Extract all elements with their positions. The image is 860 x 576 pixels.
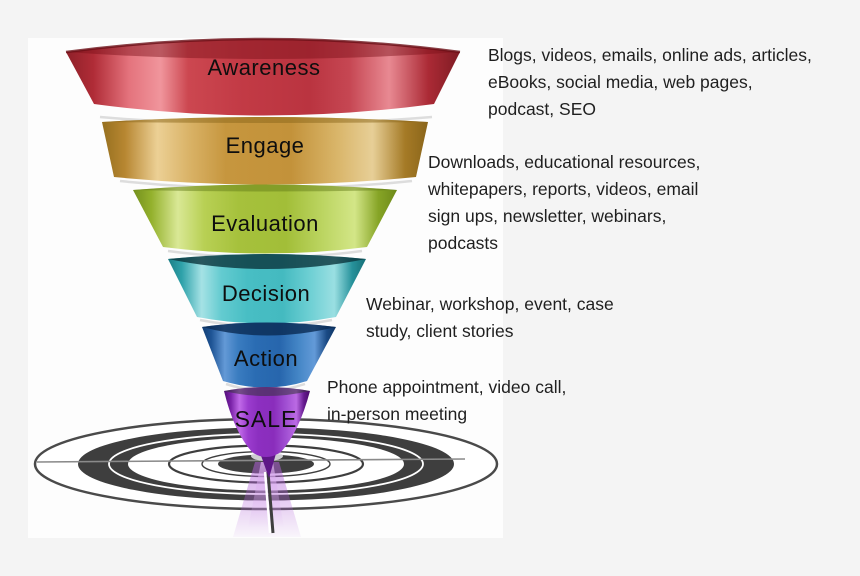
annotation-line: sign ups, newsletter, webinars,	[428, 206, 667, 226]
annotation-line: eBooks, social media, web pages,	[488, 72, 753, 92]
annotation-decision: Webinar, workshop, event, case study, cl…	[366, 291, 614, 345]
annotation-line: study, client stories	[366, 321, 514, 341]
annotation-line: in-person meeting	[327, 404, 468, 424]
annotation-line: Phone appointment, video call,	[327, 377, 567, 397]
annotation-line: Webinar, workshop, event, case	[366, 294, 614, 314]
annotation-engage-evaluation: Downloads, educational resources, whitep…	[428, 149, 700, 257]
stage-label-decision: Decision	[221, 281, 311, 306]
stage-shape-action	[202, 322, 336, 392]
stage-label-awareness: Awareness	[207, 55, 321, 80]
stage-shape-awareness	[65, 37, 461, 126]
stage-label-action: Action	[233, 346, 299, 371]
stage-shape-evaluation	[133, 184, 397, 259]
crosshair-horizontal-line	[36, 458, 466, 463]
annotation-line: podcasts	[428, 233, 499, 253]
annotation-line: podcast, SEO	[488, 99, 596, 119]
crosshair-vertical-line	[263, 471, 275, 534]
stage-label-sale: SALE	[234, 406, 298, 432]
stage-label-engage: Engage	[225, 133, 305, 158]
stage-label-evaluation: Evaluation	[211, 211, 319, 236]
stage-shape-sale	[224, 387, 310, 478]
annotation-line: Blogs, videos, emails, online ads, artic…	[488, 45, 812, 65]
annotation-awareness: Blogs, videos, emails, online ads, artic…	[488, 42, 812, 123]
annotation-line: Downloads, educational resources,	[428, 152, 701, 172]
stage-shape-decision	[168, 254, 366, 328]
annotation-line: whitepapers, reports, videos, email	[428, 179, 699, 199]
annotation-action: Phone appointment, video call, in-person…	[327, 374, 566, 428]
stage-shape-engage	[102, 117, 428, 190]
